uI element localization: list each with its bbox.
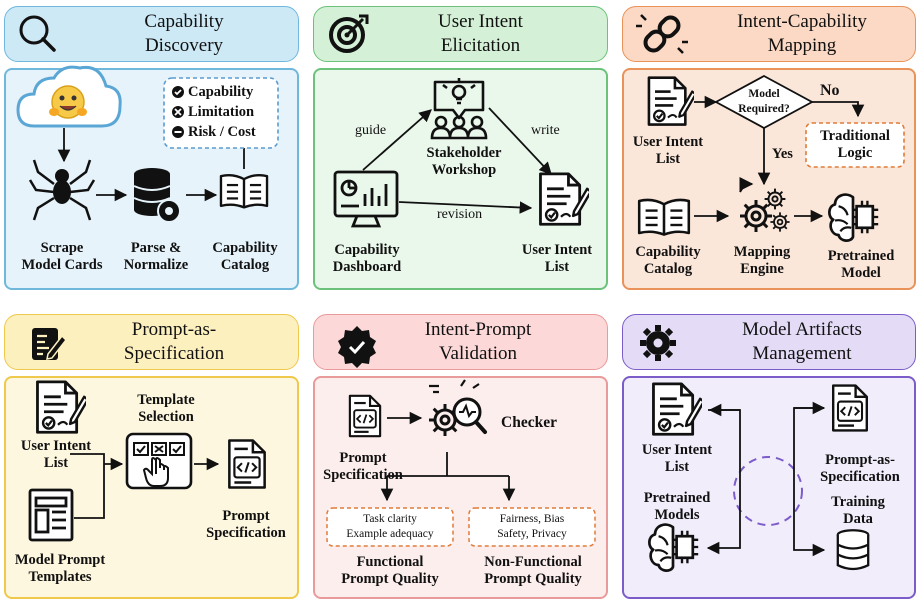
central-hub-circle (733, 456, 803, 526)
discovery-graphics (16, 65, 279, 223)
panel-title: Prompt-as-Specification (123, 319, 225, 364)
dashboard-icon (333, 170, 399, 228)
prompt-specification-icon (348, 394, 382, 438)
spider-icon (28, 159, 96, 221)
prompt-spec-graphics (28, 380, 266, 542)
pretrained-models-icon (648, 523, 700, 572)
database-gear-icon (133, 168, 181, 223)
functional-criteria-box (326, 507, 454, 547)
prompt-specification-icon (832, 384, 868, 432)
legend-x-icon (172, 106, 184, 118)
mapping-engine-icon (738, 177, 791, 234)
legend-minus-icon (172, 126, 184, 138)
user-intent-list-icon (652, 382, 702, 436)
pretrained-model-icon (828, 193, 880, 242)
edge-guide-label: guide (355, 123, 387, 138)
legend-capability: Capability (188, 84, 254, 100)
hugging-face-icon (49, 85, 87, 119)
elicitation-graphics (333, 78, 589, 228)
prompt-specification-label: Prompt-as-Specification (820, 452, 900, 485)
catalog-book-icon (637, 198, 691, 237)
user-intent-list-icon (539, 172, 589, 226)
catalog-book-icon (219, 173, 269, 209)
edit-document-icon (32, 328, 67, 360)
edge-yes-label: Yes (772, 146, 793, 162)
mapping-graphics (637, 74, 905, 242)
legend-check-icon (172, 86, 184, 98)
gear-icon (640, 325, 676, 361)
workshop-icon (430, 78, 488, 140)
verified-badge-icon (338, 326, 376, 368)
edge-revision-label: revision (437, 207, 483, 222)
validation-graphics (326, 379, 596, 547)
checker-icon (427, 379, 487, 438)
legend-risk-cost: Risk / Cost (188, 124, 256, 140)
checkbox-icons (133, 442, 185, 456)
edge-write-label: write (531, 123, 560, 138)
panel-header (4, 6, 299, 62)
user-intent-list-icon (647, 76, 694, 126)
link-icon (636, 14, 688, 54)
artifacts-graphics (648, 382, 870, 572)
hand-pointer-icon (142, 457, 169, 487)
training-data-icon (836, 529, 870, 571)
prompt-specification-icon (228, 439, 266, 489)
nonfunctional-criteria-box (468, 507, 596, 547)
template-icon (28, 488, 74, 542)
step-parse-label: Parse &Normalize (123, 240, 189, 273)
edge-no-label: No (820, 82, 840, 99)
traditional-logic-box (805, 122, 905, 168)
search-icon (19, 15, 56, 52)
legend-limitation: Limitation (188, 104, 255, 120)
user-intent-list-icon (36, 380, 86, 434)
checker-label: Checker (501, 414, 557, 431)
target-icon (329, 14, 369, 53)
